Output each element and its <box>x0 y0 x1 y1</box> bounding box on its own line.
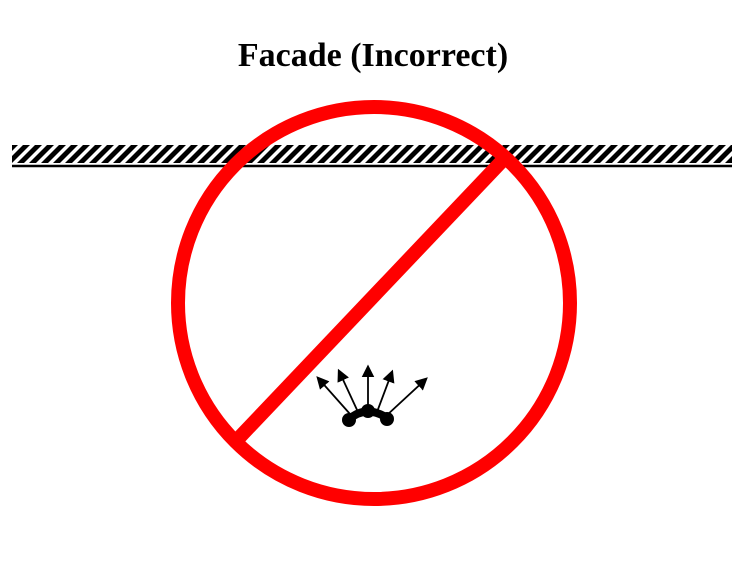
wall-surface <box>12 145 732 168</box>
element-array <box>316 364 428 427</box>
radiation-arrow <box>316 376 351 415</box>
array-element <box>361 404 375 418</box>
wall-hatching <box>12 145 732 163</box>
radiation-arrow <box>376 369 395 413</box>
diagram-title: Facade (Incorrect) <box>237 37 509 74</box>
radiation-arrow <box>385 377 428 417</box>
prohibition-slash <box>230 156 508 446</box>
radiation-arrow <box>337 368 359 413</box>
array-element <box>380 412 394 426</box>
array-element <box>342 413 356 427</box>
prohibition-sign <box>171 100 577 506</box>
prohibition-circle <box>171 100 577 506</box>
